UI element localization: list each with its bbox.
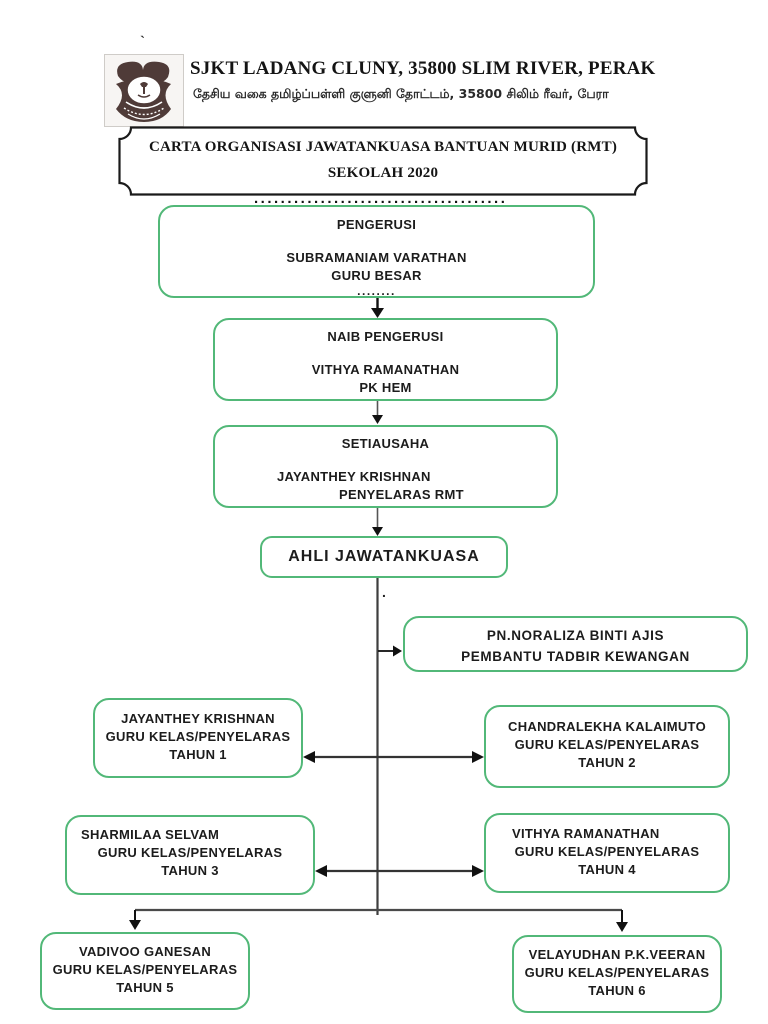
org-box-pembantu-tadbir: PN.NORALIZA BINTI AJIS PEMBANTU TADBIR K… — [403, 616, 748, 672]
role-label: SETIAUSAHA — [341, 436, 430, 451]
chart-title: CARTA ORGANISASI JAWATANKUASA BANTUAN MU… — [118, 134, 648, 186]
org-box-setiausaha: SETIAUSAHA JAYANTHEY KRISHNAN PENYELARAS… — [213, 425, 558, 508]
unit-label: TAHUN 6 — [588, 983, 646, 998]
unit-label: TAHUN 5 — [116, 980, 174, 995]
role-label: NAIB PENGERUSI — [327, 329, 444, 344]
org-box-tahun3: SHARMILAA SELVAM GURU KELAS/PENYELARAS T… — [65, 815, 315, 895]
unit-label: TAHUN 3 — [161, 863, 219, 878]
person-name: PN.NORALIZA BINTI AJIS — [486, 628, 665, 643]
org-box-naib-pengerusi: NAIB PENGERUSI VITHYA RAMANATHAN PK HEM — [213, 318, 558, 401]
person-title: GURU BESAR — [331, 268, 422, 283]
person-name: VITHYA RAMANATHAN — [311, 362, 460, 377]
person-name: VELAYUDHAN P.K.VEERAN — [528, 947, 706, 962]
school-name: SJKT LADANG CLUNY, 35800 SLIM RIVER, PER… — [190, 58, 656, 79]
person-title: PENYELARAS RMT — [339, 487, 464, 502]
person-role: GURU KELAS/PENYELARAS — [52, 962, 238, 977]
org-box-tahun4: VITHYA RAMANATHAN GURU KELAS/PENYELARAS … — [484, 813, 730, 893]
dotted-mark: ........ — [357, 284, 396, 298]
person-name: CHANDRALEKHA KALAIMUTO — [508, 719, 706, 734]
stray-mark: ` — [140, 34, 145, 50]
org-box-tahun1: JAYANTHEY KRISHNAN GURU KELAS/PENYELARAS… — [93, 698, 303, 778]
person-name: SHARMILAA SELVAM — [81, 827, 220, 842]
title-plaque-frame — [118, 126, 648, 196]
person-role: GURU KELAS/PENYELARAS — [514, 737, 700, 752]
dotted-divider: ...................................... — [254, 194, 504, 204]
org-box-ahli-jawatankuasa: AHLI JAWATANKUASA — [260, 536, 508, 578]
school-name-tamil: தேசிய வகை தமிழ்ப்பள்ளி குளுனி தோட்டம், 3… — [193, 86, 609, 101]
person-name: VADIVOO GANESAN — [78, 944, 212, 959]
person-role: GURU KELAS/PENYELARAS — [514, 844, 700, 859]
unit-label: TAHUN 1 — [169, 747, 227, 762]
org-box-tahun5: VADIVOO GANESAN GURU KELAS/PENYELARAS TA… — [40, 932, 250, 1010]
person-title: PEMBANTU TADBIR KEWANGAN — [461, 649, 690, 664]
person-name: SUBRAMANIAM VARATHAN — [286, 250, 467, 265]
chart-title-line1: CARTA ORGANISASI JAWATANKUASA BANTUAN MU… — [148, 139, 618, 155]
org-box-pengerusi: PENGERUSI SUBRAMANIAM VARATHAN GURU BESA… — [158, 205, 595, 298]
person-role: GURU KELAS/PENYELARAS — [105, 729, 291, 744]
person-title: PK HEM — [359, 380, 412, 395]
person-role: GURU KELAS/PENYELARAS — [97, 845, 283, 860]
person-name: VITHYA RAMANATHAN — [512, 826, 660, 841]
person-name: JAYANTHEY KRISHNAN — [121, 711, 275, 726]
org-box-tahun2: CHANDRALEKHA KALAIMUTO GURU KELAS/PENYEL… — [484, 705, 730, 788]
person-role: GURU KELAS/PENYELARAS — [524, 965, 710, 980]
school-logo-icon — [104, 54, 184, 127]
unit-label: TAHUN 2 — [578, 755, 636, 770]
stray-dot: . — [382, 584, 386, 600]
chart-title-line2: SEKOLAH 2020 — [327, 165, 439, 181]
person-name: JAYANTHEY KRISHNAN — [277, 469, 431, 484]
role-label: PENGERUSI — [336, 217, 417, 232]
org-box-tahun6: VELAYUDHAN P.K.VEERAN GURU KELAS/PENYELA… — [512, 935, 722, 1013]
unit-label: TAHUN 4 — [578, 862, 636, 877]
